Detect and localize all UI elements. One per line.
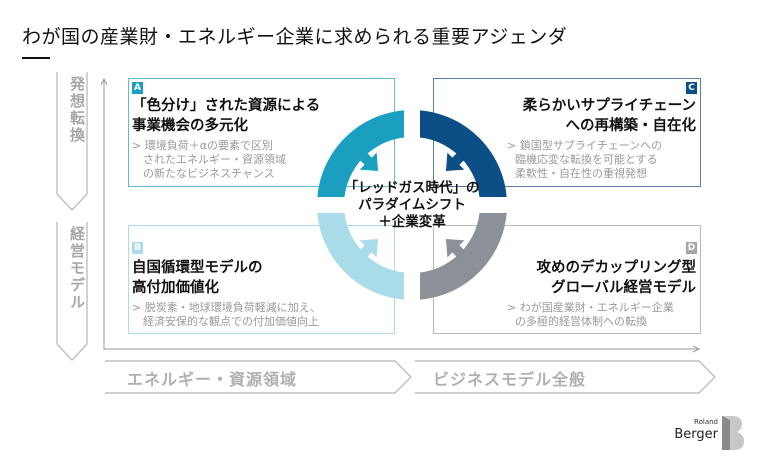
horizontal-label-business: ビジネスモデル全般 [415, 360, 717, 394]
vertical-label-text: 発想転換 [68, 76, 86, 144]
box-a-desc-line: されたエネルギー・資源領域 [132, 153, 286, 166]
inward-arrow-icon [445, 238, 468, 261]
logo-text-small: Roland [694, 418, 718, 426]
gap-vertical [404, 108, 420, 302]
horizontal-label-energy: エネルギー・資源領域 [105, 360, 413, 394]
x-axis-arrow-icon [692, 345, 701, 353]
box-a-desc-line: の新たなビジネスチャンス [132, 167, 275, 180]
box-c-desc-line: 柔軟性・自在性の重視発想 [515, 167, 647, 180]
box-d-desc-line: > わが国産業財・エネルギー企業 [507, 301, 674, 314]
agenda-box-b: B 自国循環型モデルの高付加価値化 > 脱炭素・地球環境負荷軽減に加え、 経済安… [128, 225, 395, 334]
box-b-desc-line: 経済安保的な観点での付加価値向上 [132, 315, 319, 328]
roland-berger-logo: Roland Berger [674, 414, 746, 452]
inward-arrow-icon [356, 149, 379, 172]
horizontal-label-text: ビジネスモデル全般 [433, 370, 587, 389]
ring-segment-b [317, 205, 412, 300]
title-underline [22, 57, 50, 59]
logo-b-mark-icon [722, 416, 744, 450]
badge-b: B [132, 242, 143, 254]
center-text-line: 「レッドガス時代」の [344, 180, 480, 196]
inward-arrow-icon [445, 149, 468, 172]
y-axis-arrow-icon [100, 77, 108, 86]
agenda-box-a: A 「色分け」された資源による事業機会の多元化 > 環境負荷＋αの要素で区別 さ… [128, 78, 395, 187]
box-c-title-line: 柔らかいサプライチェーン [522, 98, 696, 114]
box-d-title-line: 攻めのデカップリング型 [536, 260, 697, 276]
vertical-label-text: 経営モデル [68, 226, 86, 311]
inward-arrow-icon [356, 238, 379, 261]
chevron-right-shape [105, 360, 412, 394]
vertical-label-mindset: 発想転換 [56, 72, 88, 212]
vertical-label-model: 経営モデル [56, 222, 88, 362]
logo-text-large: Berger [674, 427, 718, 442]
agenda-box-d: D 攻めのデカップリング型グローバル経営モデル > わが国産業財・エネルギー企業… [433, 225, 701, 334]
page-title: わが国の産業財・エネルギー企業に求められる重要アジェンダ [22, 26, 568, 48]
ring-segment-d [412, 205, 507, 300]
chevron-down-shape [56, 72, 88, 211]
horizontal-label-text: エネルギー・資源領域 [127, 370, 298, 389]
ring-segment-a [317, 110, 412, 205]
chevron-right-shape [415, 360, 716, 394]
chevron-down-shape [56, 222, 88, 361]
box-d-title-line: グローバル経営モデル [551, 280, 696, 296]
box-c-desc-line: > 鎖国型サプライチェーンへの [507, 139, 663, 152]
box-c-title-line: への再構築・自在化 [565, 118, 697, 134]
box-d-desc-line: の多極的経営体制への転換 [515, 315, 647, 328]
box-a-desc-line: > 環境負荷＋αの要素で区別 [132, 139, 273, 152]
box-a-title-line: 事業機会の多元化 [132, 118, 248, 134]
center-text-line: パラダイムシフト [358, 197, 466, 213]
box-b-desc-line: > 脱炭素・地球環境負荷軽減に加え、 [132, 301, 321, 314]
box-b-title-line: 自国循環型モデルの [132, 260, 263, 276]
agenda-box-c: C 柔らかいサプライチェーンへの再構築・自在化 > 鎖国型サプライチェーンへの臨… [433, 78, 701, 187]
center-text-line: ＋企業変革 [378, 214, 446, 230]
box-b-title-line: 高付加価値化 [132, 280, 219, 296]
center-text: 「レッドガス時代」の パラダイムシフト ＋企業変革 [331, 180, 493, 231]
box-c-desc-line: 臨機応変な転換を可能とする [515, 153, 658, 166]
badge-a: A [132, 82, 143, 94]
badge-c: C [686, 82, 697, 94]
box-a-title-line: 「色分け」された資源による [132, 98, 321, 114]
badge-d: D [686, 242, 697, 254]
ring-segment-c [412, 110, 507, 205]
